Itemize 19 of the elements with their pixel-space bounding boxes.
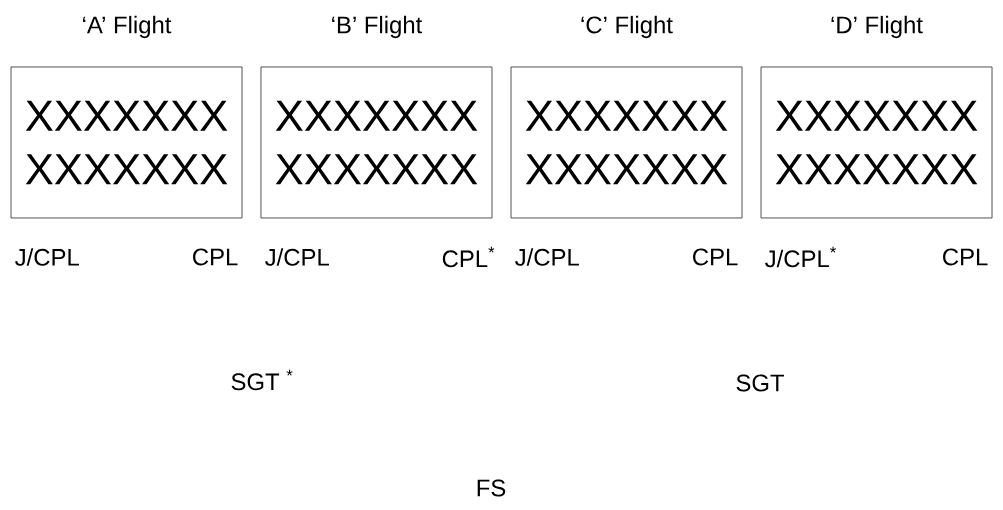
rank-label: J/CPL: [515, 248, 579, 266]
rank-label: SGT: [736, 374, 784, 392]
flight-box: XXXXXXX XXXXXXX: [10, 66, 243, 219]
box-heading: ‘C’ Flight: [581, 15, 673, 39]
rank-label: J/CPL: [15, 248, 79, 266]
rank-label: CPL: [193, 248, 238, 266]
rank-label: CPL: [943, 248, 988, 266]
rank-label: SGT $^{*}$: [231, 369, 293, 391]
rank-label: CPL: [693, 248, 738, 266]
flight-box: XXXXXXX XXXXXXX: [260, 66, 493, 219]
box-heading: ‘D’ Flight: [831, 15, 923, 39]
rank-label: CPL$^{*}$: [442, 246, 495, 268]
flight-box: XXXXXXX XXXXXXX: [760, 66, 993, 219]
flight-box: XXXXXXX XXXXXXX: [510, 66, 743, 219]
rank-label: J/CPL: [265, 248, 329, 266]
box-heading: ‘A’ Flight: [83, 15, 172, 39]
box-heading: ‘B’ Flight: [332, 15, 423, 39]
rank-label: J/CPL$^{*}$: [765, 246, 837, 268]
rank-label: FS: [477, 479, 506, 497]
